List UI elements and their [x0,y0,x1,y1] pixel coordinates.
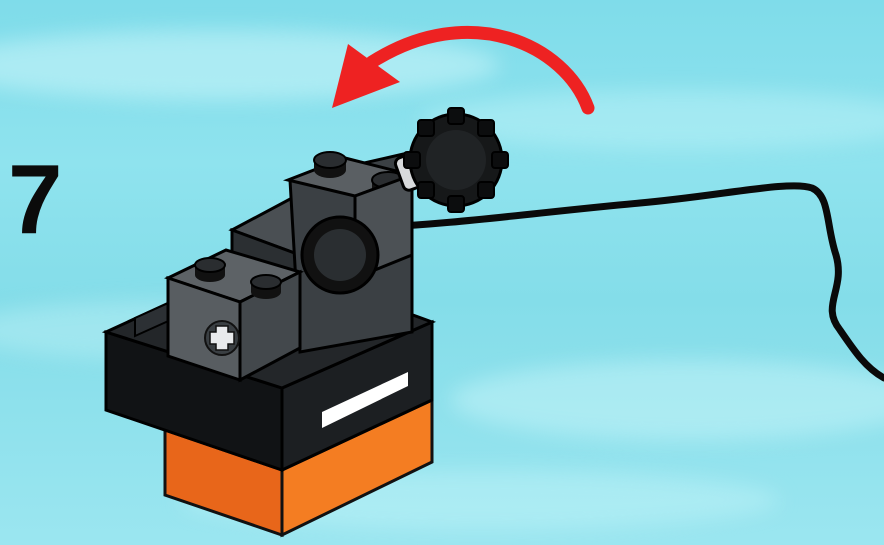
cable [362,186,884,378]
rotate-counterclockwise-arrow-icon [332,32,588,108]
